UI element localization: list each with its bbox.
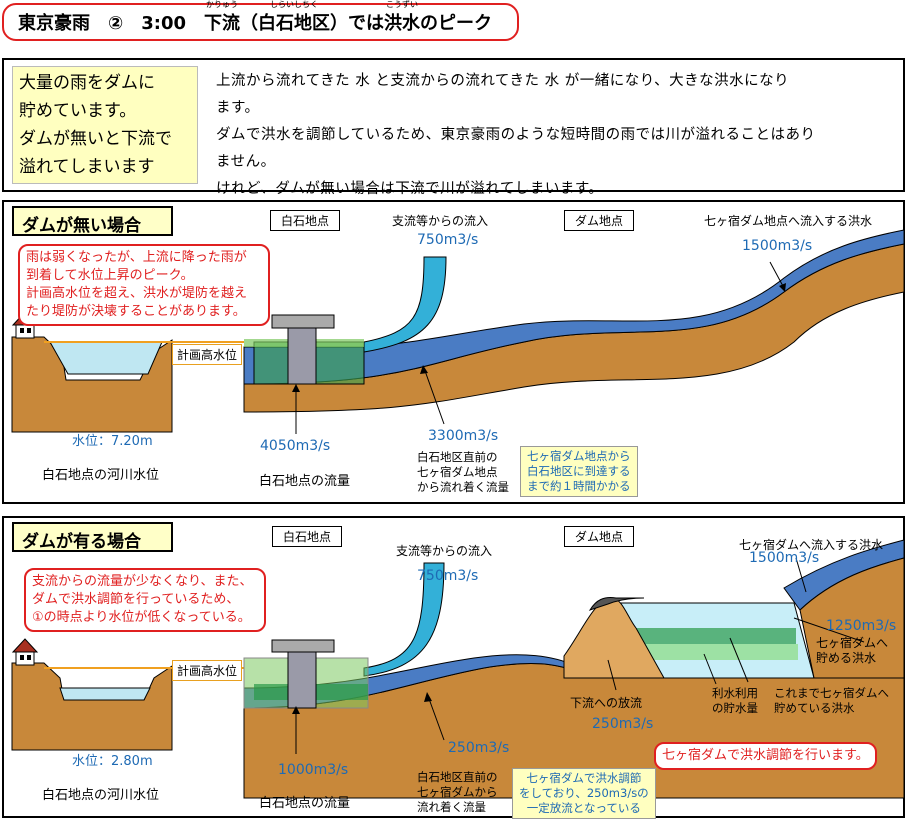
bridge-pier-icon-2	[271, 639, 335, 709]
title-word-shiraishi: 白石地区	[258, 13, 331, 34]
upstream-flood-label: 七ヶ宿ダム地点へ流入する洪水	[704, 214, 873, 228]
upstream-bank	[799, 557, 905, 679]
intro-section: 大量の雨をダムに 貯めています。 ダムが無いと下流で 溢れてしまいます 上流から…	[2, 58, 905, 197]
page-title: 東京豪雨 ② 3:00 かりゅう下流 （ しらいしちく白石地区 ）では こうずい…	[2, 0, 519, 41]
title-word-kouzui: 洪水	[384, 13, 421, 34]
with-dam-note: 支流からの流量が少なくなり、また、 ダムで洪水調節を行っているため、 ①の時点よ…	[24, 568, 266, 632]
water-use-storage	[642, 644, 798, 660]
shiraishi-flow-value: 4050m3/s	[260, 438, 331, 454]
release-label: 下流への放流	[570, 696, 643, 710]
intro-right-line-5: けれど、ダムが無い場合は下流で川が溢れてしまいます。	[216, 181, 604, 197]
release-arrow	[607, 659, 617, 691]
title-prefix: 東京豪雨 ② 3:00	[18, 13, 205, 34]
title-paren-open: （	[240, 13, 259, 34]
cross-section-water-2	[59, 687, 151, 701]
no-dam-note: 雨は弱くなったが、上流に降った雨が 到着して水位上昇のピーク。 計画高水位を超え…	[18, 244, 270, 326]
intro-left-line-2: ダムに	[104, 73, 155, 93]
shiraishi-flow-caption: 白石地点の流量	[259, 474, 351, 489]
dam-arrival-caption: 白石地区直前の 七ヶ宿ダム地点 から流れ着く流量	[417, 450, 509, 494]
upstream-flow-value: 1500m3/s	[742, 238, 813, 254]
intro-right-line-4: ません。	[216, 154, 276, 170]
dam-arrival-flow-value-2: 250m3/s	[448, 740, 510, 756]
bridge-pier-icon	[271, 314, 335, 385]
dam-point-label: ダム地点	[564, 210, 635, 231]
dam-point-label-2: ダム地点	[564, 526, 635, 547]
tributary-flow-value: 750m3/s	[417, 232, 479, 248]
intro-right-line-3: ダムで洪水を調節しているため、東京豪雨のような短時間の雨では川が溢れることはあり	[216, 127, 816, 143]
intro-explanation: 上流から流れてきた 水 と支流からの流れてきた 水 が一緒になり、大きな洪水にな…	[216, 68, 896, 203]
tributary-flow-value-2: 750m3/s	[417, 568, 479, 584]
tributary-label-2: 支流等からの流入	[396, 544, 493, 558]
flood-control-note: 七ヶ宿ダムで洪水調節を行います。	[654, 742, 877, 770]
panel-no-dam-title: ダムが無い場合	[12, 206, 173, 236]
ruby-kouzui: こうずい	[386, 0, 419, 9]
dam-arrival-caption-2: 白石地区直前の 七ヶ宿ダムから 流れ着く流量	[417, 770, 498, 814]
intro-summary: 大量の雨をダムに 貯めています。 ダムが無いと下流で 溢れてしまいます	[12, 66, 198, 184]
river-water-level: 水位：7.20m	[72, 434, 153, 449]
intro-left-line-6: 溢れてしまいます	[19, 157, 155, 177]
house-icon-2	[11, 638, 39, 666]
flow-arrow-dam	[423, 367, 445, 425]
shiraishi-point-label: 白石地点	[270, 210, 341, 231]
panel-with-dam-title: ダムが有る場合	[12, 522, 173, 552]
water-use-arrow	[703, 653, 717, 685]
flow-arrow-dam-2	[427, 695, 445, 741]
water-use-caption: 利水利用 の貯水量	[712, 686, 758, 715]
stored-so-far-caption: これまで七ヶ宿ダムへ 貯めている洪水	[774, 686, 889, 715]
regulation-note: 七ヶ宿ダムで洪水調節 をしており、250m3/sの 一定放流となっている	[512, 768, 656, 819]
travel-time-note: 七ヶ宿ダム地点から 白石地区に到達する まで約１時間かかる	[520, 446, 638, 497]
shiraishi-flow-value-2: 1000m3/s	[278, 762, 349, 778]
river-level-caption: 白石地点の河川水位	[42, 468, 160, 483]
inflow-arrow	[795, 557, 807, 593]
panel-no-dam: ダムが無い場合 雨は弱くなったが、上流に降った雨が 到着して水位上昇のピーク。 …	[2, 200, 905, 504]
flow-arrow-upstream	[769, 261, 785, 289]
stored-so-far-arrow	[729, 637, 749, 683]
panel-with-dam: ダムが有る場合 支流からの流量が少なくなり、また、 ダムで洪水調節を行っているた…	[2, 516, 905, 819]
cross-section-water	[49, 341, 163, 375]
plan-high-water-level: 計画高水位	[172, 344, 243, 365]
no-dam-illustration	[11, 229, 905, 434]
shiraishi-point-label-2: 白石地点	[272, 526, 343, 547]
shiraishi-flow-caption-2: 白石地点の流量	[259, 796, 351, 811]
dam-arrival-flow-value: 3300m3/s	[428, 428, 499, 444]
title-suffix: のピーク	[420, 13, 493, 34]
stored-caption: 七ヶ宿ダムへ 貯める洪水	[816, 636, 889, 665]
upstream-flow-value-2: 1500m3/s	[749, 550, 820, 566]
flood-storage-band	[636, 628, 796, 644]
intro-right-line-1: 上流から流れてきた 水 と支流からの流れてきた 水 が一緒になり、大きな洪水にな…	[216, 73, 790, 89]
river-level-caption-2: 白石地点の河川水位	[42, 788, 160, 803]
storage-arrow	[793, 617, 865, 643]
intro-left-line-3: 貯めています。	[19, 101, 137, 121]
dam-crest	[588, 597, 645, 611]
intro-left-line-1: 大量の雨を	[19, 73, 104, 93]
intro-left-line-4: ダムが無いと	[19, 129, 121, 149]
intro-right-line-2: ます。	[216, 100, 260, 116]
upstream-flood-label-2: 七ヶ宿ダムへ流入する洪水	[739, 538, 884, 552]
title-word-karyu: 下流	[204, 13, 241, 34]
stored-flow-value: 1250m3/s	[826, 618, 897, 634]
tributary-label: 支流等からの流入	[392, 214, 489, 228]
flood-flow	[243, 229, 905, 385]
title-paren-close: ）では	[330, 13, 385, 34]
plan-high-water-level-2: 計画高水位	[172, 660, 243, 681]
ruby-shiraishi: しらいしちく	[270, 0, 319, 9]
ruby-karyu: かりゅう	[206, 0, 239, 9]
release-flow-value: 250m3/s	[592, 716, 654, 732]
intro-left-line-5: 下流で	[121, 129, 172, 149]
cross-section-earth-2	[11, 662, 173, 751]
river-water-level-2: 水位：2.80m	[72, 754, 153, 769]
